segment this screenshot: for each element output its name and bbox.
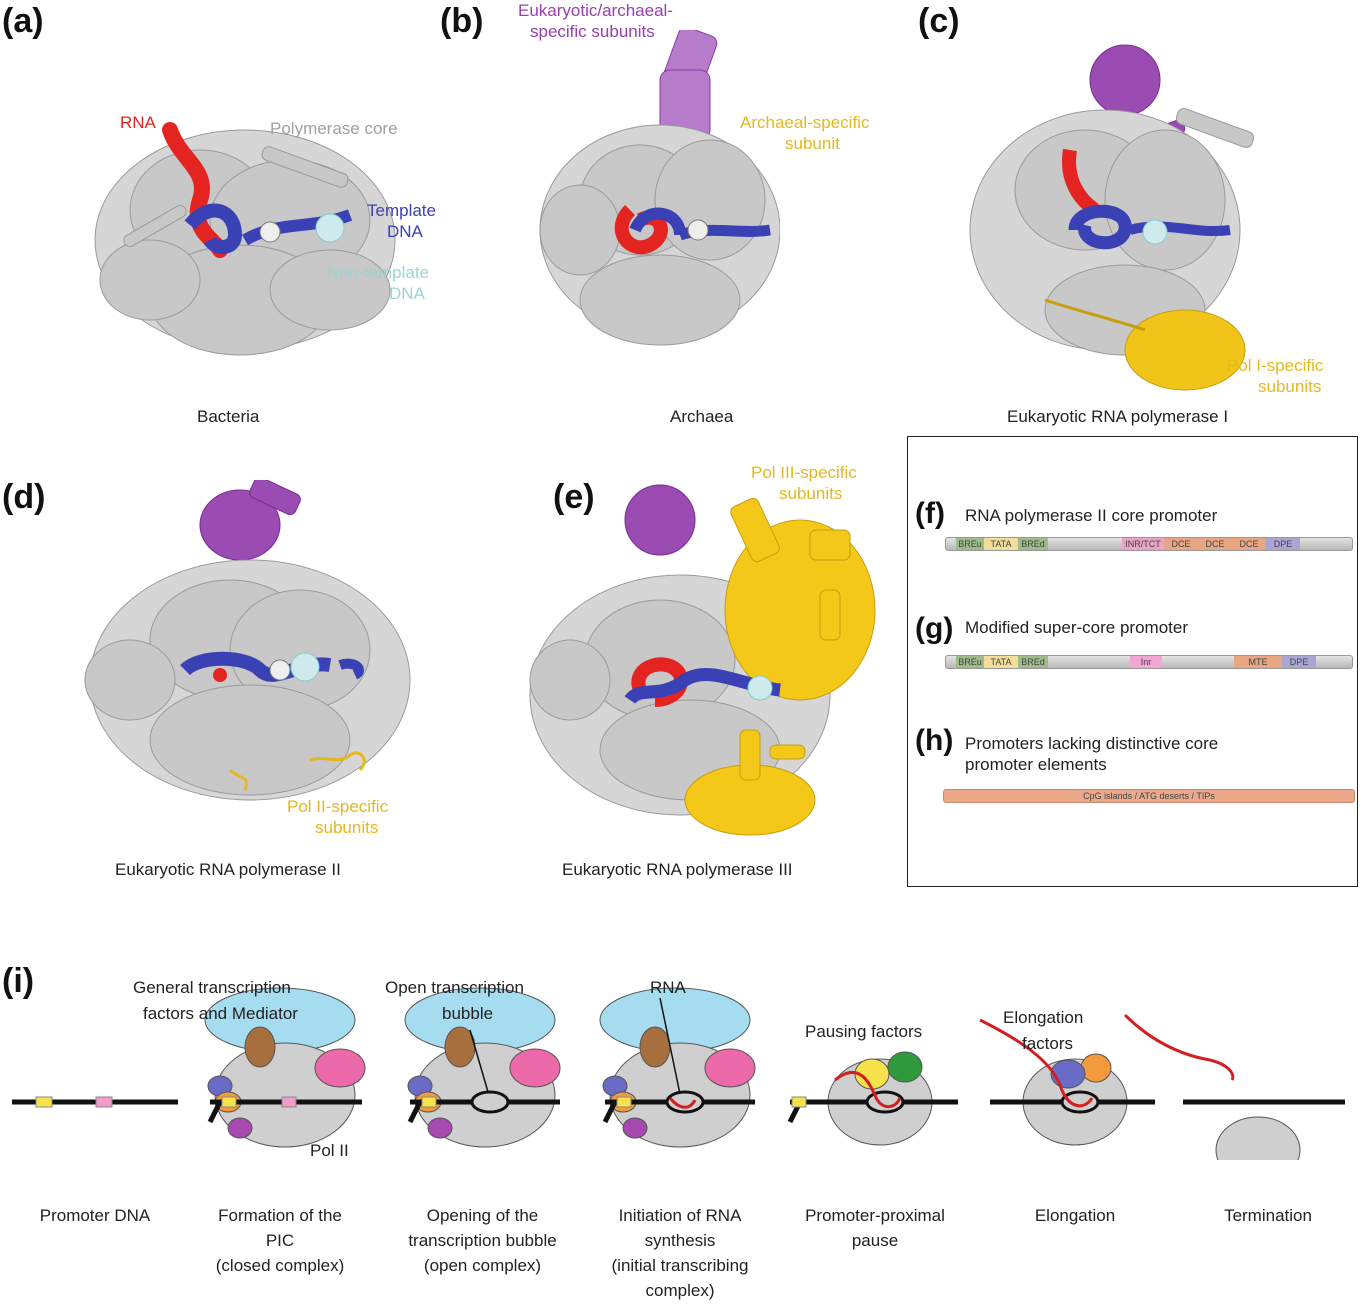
title-lacking-promoter-1: Promoters lacking distinctive core [965, 734, 1219, 753]
segment-dce-2: DCE [1198, 538, 1232, 550]
segment-dce-1: DCE [1164, 538, 1198, 550]
panel-letter-i: (i) [2, 962, 35, 1000]
label-rna-a: RNA [120, 113, 156, 132]
panel-letter-b: (b) [440, 2, 484, 40]
segment-cpg: CpG islands / ATG deserts / TIPs [1083, 791, 1215, 801]
promoter-box [907, 436, 1358, 887]
caption-pol-ii: Eukaryotic RNA polymerase II [115, 860, 341, 879]
transcription-cycle-diagram [12, 987, 1345, 1160]
step-caption-promoter-dna: Promoter DNA [39, 1206, 151, 1225]
segment-tata-g: TATA [984, 656, 1018, 668]
segment-mte: MTE [1234, 656, 1282, 668]
step-caption-elongation: Elongation [1034, 1206, 1116, 1225]
segment-dce-3: DCE [1232, 538, 1266, 550]
step-termination [1123, 1013, 1345, 1160]
caption-bacteria: Bacteria [197, 407, 260, 426]
segment-inr-g: Inr [1130, 656, 1162, 668]
caption-archaea: Archaea [670, 407, 734, 426]
step-open-complex [404, 987, 561, 1148]
core-promoter-bar: BREu TATA BREd INR/TCT DCE DCE DCE DPE [945, 537, 1353, 551]
caption-pol-iii: Eukaryotic RNA polymerase III [562, 860, 793, 879]
label-euk-arch-1: Eukaryotic/archaeal- [518, 1, 673, 20]
step-pic [204, 987, 366, 1148]
label-nontemplate-a2: DNA [389, 284, 425, 303]
label-polymerase-core: Polymerase core [270, 119, 398, 138]
label-pol-ii: Pol II [310, 1141, 349, 1160]
label-pol-ii-specific-1: Pol II-specific [287, 797, 389, 816]
panel-letter-d: (d) [2, 478, 46, 516]
pol-i-structure [969, 44, 1255, 391]
panel-letter-g: (g) [915, 612, 954, 645]
label-pol-iii-specific-1: Pol III-specific [751, 463, 857, 482]
step-caption-open-complex: Opening of the transcription bubble (ope… [408, 1206, 557, 1275]
segment-breu-g: BREu [956, 656, 984, 668]
panel-letter-f: (f) [915, 497, 945, 530]
label-pol-ii-specific-2: subunits [315, 818, 379, 837]
label-pol-i-specific-1: Pol I-specific [1227, 356, 1324, 375]
title-super-core-promoter: Modified super-core promoter [965, 618, 1188, 637]
segment-bred: BREd [1018, 538, 1048, 550]
label-archaeal-specific-2: subunit [785, 134, 840, 153]
segment-dpe-g: DPE [1282, 656, 1316, 668]
label-bubble-1: Open transcription [385, 978, 524, 997]
bacterial-polymerase-structure [94, 122, 396, 356]
step-pause [787, 1051, 958, 1146]
label-archaeal-specific-1: Archaeal-specific [740, 113, 870, 132]
step-caption-pic: Formation of the PIC (closed complex) [215, 1206, 345, 1275]
step-promoter-dna [12, 1096, 178, 1108]
archaeal-polymerase-structure [539, 30, 780, 346]
label-pausing-factors: Pausing factors [805, 1022, 923, 1041]
label-template-a2: DNA [387, 222, 423, 241]
label-pol-i-specific-2: subunits [1258, 377, 1322, 396]
pol-ii-structure [84, 480, 411, 801]
panel-letter-a: (a) [2, 2, 44, 40]
panel-letter-e: (e) [553, 478, 595, 516]
segment-tata: TATA [984, 538, 1018, 550]
step-elongation [979, 1018, 1155, 1146]
step-caption-pause: Promoter-proximal pause [805, 1206, 945, 1250]
panel-letter-c: (c) [918, 2, 960, 40]
label-nontemplate-a1: Non-template [327, 263, 430, 282]
segment-breu: BREu [956, 538, 984, 550]
pol-iii-structure [529, 484, 876, 836]
label-elongation-factors-1: Elongation [1003, 1008, 1084, 1027]
step-caption-termination: Termination [1224, 1206, 1312, 1225]
label-template-a1: Template [367, 201, 436, 220]
segment-inr-tct: INR/TCT [1122, 538, 1164, 550]
title-lacking-promoter-2: promoter elements [965, 755, 1107, 774]
cpg-promoter-bar: CpG islands / ATG deserts / TIPs [943, 789, 1355, 803]
super-core-promoter-bar: BREu TATA BREd Inr MTE DPE [945, 655, 1353, 669]
title-core-promoter: RNA polymerase II core promoter [965, 506, 1218, 525]
step-caption-initiation: Initiation of RNA synthesis (initial tra… [611, 1206, 749, 1300]
label-gtf-2: factors and Mediator [143, 1004, 298, 1023]
label-euk-arch-2: specific subunits [530, 22, 655, 41]
segment-dpe: DPE [1266, 538, 1300, 550]
label-rna-i: RNA [650, 978, 686, 997]
segment-bred-g: BREd [1018, 656, 1048, 668]
label-gtf-1: General transcription [133, 978, 291, 997]
label-elongation-factors-2: factors [1022, 1034, 1074, 1053]
label-pol-iii-specific-2: subunits [779, 484, 843, 503]
label-bubble-2: bubble [442, 1004, 494, 1023]
step-initiation [599, 987, 756, 1148]
caption-pol-i: Eukaryotic RNA polymerase I [1007, 407, 1229, 426]
panel-letter-h: (h) [915, 724, 954, 757]
